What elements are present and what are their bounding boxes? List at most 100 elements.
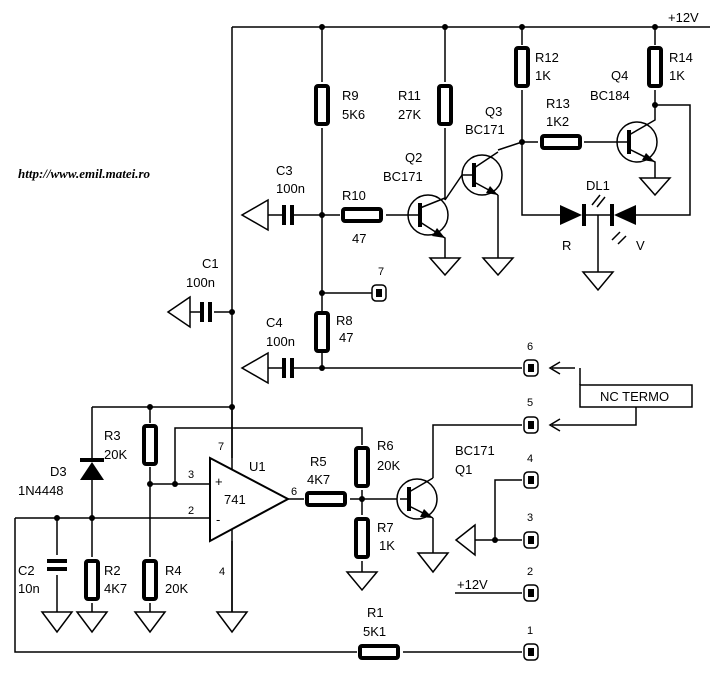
conn-6-label: 7 bbox=[378, 266, 384, 278]
conn-7-label: 2 bbox=[527, 566, 533, 578]
q1-ref: Q1 bbox=[455, 462, 472, 477]
r6-body bbox=[354, 446, 370, 488]
r1-ref: R1 bbox=[367, 605, 384, 620]
ground-c4 bbox=[240, 351, 269, 385]
termo-arrows bbox=[548, 361, 561, 432]
r2-body bbox=[84, 559, 100, 601]
r3-body bbox=[142, 424, 158, 466]
q1-symbol bbox=[396, 477, 438, 520]
r2-ref: R2 bbox=[104, 563, 121, 578]
ground-q4 bbox=[638, 177, 672, 197]
wires bbox=[14, 26, 710, 653]
led-dl1 bbox=[560, 194, 636, 245]
d3-ref: D3 bbox=[50, 464, 67, 479]
conn-4-label: 5 bbox=[527, 397, 533, 409]
r7-body bbox=[354, 517, 370, 559]
u1-ref: U1 bbox=[249, 459, 266, 474]
r4-body bbox=[142, 559, 158, 601]
c1-ref: C1 bbox=[202, 256, 219, 271]
c4-symbol bbox=[268, 358, 294, 378]
u1-pin3: 3 bbox=[188, 469, 194, 481]
u1-pin2: 2 bbox=[188, 505, 194, 517]
r2-value: 4K7 bbox=[104, 581, 127, 596]
r8-body bbox=[314, 311, 330, 353]
d3-type: 1N4448 bbox=[18, 483, 64, 498]
r7-ref: R7 bbox=[377, 520, 394, 535]
r13-body bbox=[540, 134, 582, 150]
r8-ref: R8 bbox=[336, 313, 353, 328]
ground-c1 bbox=[166, 295, 191, 329]
r9-value: 5K6 bbox=[342, 107, 365, 122]
r4-ref: R4 bbox=[165, 563, 182, 578]
nc-termo-box bbox=[579, 384, 693, 408]
r4-value: 20K bbox=[165, 581, 188, 596]
q3-type: BC171 bbox=[465, 122, 505, 137]
r10-body bbox=[341, 207, 383, 223]
c4-value: 100n bbox=[266, 334, 295, 349]
c1-value: 100n bbox=[186, 275, 215, 290]
r1-body bbox=[358, 644, 400, 660]
r5-ref: R5 bbox=[310, 454, 327, 469]
website-url[interactable]: http://www.emil.matei.ro bbox=[18, 166, 151, 181]
r14-value: 1K bbox=[669, 68, 685, 83]
r6-ref: R6 bbox=[377, 438, 394, 453]
ground-q2 bbox=[428, 257, 462, 277]
u1-plus: + bbox=[215, 474, 223, 489]
r12-body bbox=[514, 46, 530, 88]
q4-ref: Q4 bbox=[611, 68, 628, 83]
c2-ref: C2 bbox=[18, 563, 35, 578]
ground-c2 bbox=[40, 611, 74, 634]
r9-body bbox=[314, 84, 330, 126]
u1-minus: - bbox=[216, 512, 220, 527]
r1-value: 5K1 bbox=[363, 624, 386, 639]
r3-value: 20K bbox=[104, 447, 127, 462]
conn-5-label: 6 bbox=[527, 341, 533, 353]
ground-r2 bbox=[75, 611, 109, 634]
q4-type: BC184 bbox=[590, 88, 630, 103]
resistor-bodies bbox=[84, 46, 663, 660]
ground-symbols bbox=[40, 177, 672, 634]
nc-termo-label: NC TERMO bbox=[600, 389, 669, 404]
c3-ref: C3 bbox=[276, 163, 293, 178]
r7-value: 1K bbox=[379, 538, 395, 553]
u1-pin7: 7 bbox=[218, 441, 224, 453]
c3-value: 100n bbox=[276, 181, 305, 196]
r14-ref: R14 bbox=[669, 50, 693, 65]
ground-r4 bbox=[133, 611, 167, 634]
u1-type: 741 bbox=[224, 492, 246, 507]
c4-ref: C4 bbox=[266, 315, 283, 330]
conn-1-label: 1 bbox=[527, 625, 533, 637]
c3-symbol bbox=[268, 205, 294, 225]
dl1-green: V bbox=[636, 238, 645, 253]
r5-value: 4K7 bbox=[307, 472, 330, 487]
r3-ref: R3 bbox=[104, 428, 121, 443]
capacitors bbox=[47, 205, 294, 571]
u1-pin6: 6 bbox=[291, 486, 297, 498]
c2-symbol bbox=[47, 559, 67, 571]
r10-value: 47 bbox=[352, 231, 366, 246]
r14-body bbox=[647, 46, 663, 88]
r12-value: 1K bbox=[535, 68, 551, 83]
ground-q3 bbox=[481, 257, 515, 277]
r9-ref: R9 bbox=[342, 88, 359, 103]
dl1-ref: DL1 bbox=[586, 178, 610, 193]
u1-pin4: 4 bbox=[219, 566, 225, 578]
ground-r7 bbox=[345, 571, 379, 592]
r5-body bbox=[305, 491, 347, 507]
junction-dots bbox=[54, 24, 658, 543]
r12-ref: R12 bbox=[535, 50, 559, 65]
r6-value: 20K bbox=[377, 458, 400, 473]
q2-type: BC171 bbox=[383, 169, 423, 184]
conn-2-label: 3 bbox=[527, 512, 533, 524]
q3-symbol bbox=[461, 151, 503, 196]
ground-opamp bbox=[215, 611, 249, 634]
c2-value: 10n bbox=[18, 581, 40, 596]
r13-ref: R13 bbox=[546, 96, 570, 111]
diode-d3 bbox=[80, 458, 104, 480]
dl1-red: R bbox=[562, 238, 571, 253]
q1-type: BC171 bbox=[455, 443, 495, 458]
q3-ref: Q3 bbox=[485, 104, 502, 119]
c1-symbol bbox=[190, 302, 212, 322]
ground-q1 bbox=[416, 552, 450, 574]
